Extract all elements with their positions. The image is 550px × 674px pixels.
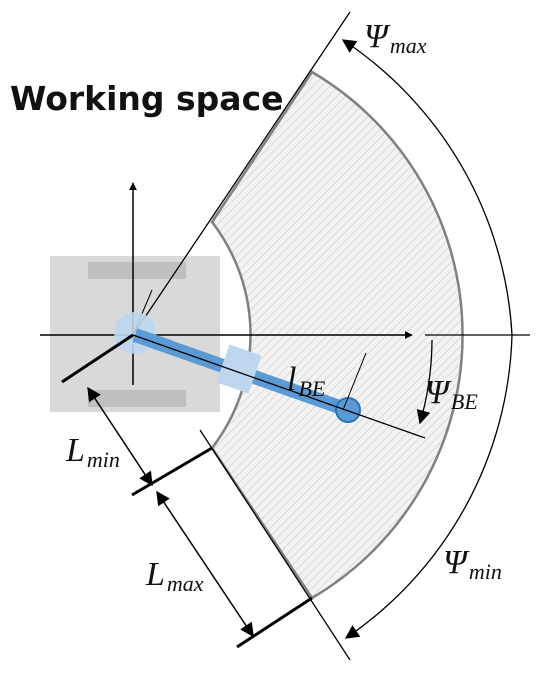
l-min-subscript: min xyxy=(87,447,120,472)
l-be-symbol: l xyxy=(287,361,296,398)
l-max-subscript: max xyxy=(167,571,204,596)
end-effector-tick xyxy=(342,352,367,411)
l-min-symbol: L xyxy=(65,432,85,469)
psi-min-arc xyxy=(344,334,513,639)
dim-tick-inner xyxy=(131,446,213,497)
arm-link-base xyxy=(132,328,173,354)
psi-be-subscript: BE xyxy=(451,389,478,414)
l-max-label: Lmax xyxy=(145,556,204,596)
upper-boundary-line xyxy=(132,11,351,336)
psi-max-subscript: max xyxy=(390,33,427,58)
psi-max-label: Ψmax xyxy=(364,18,427,58)
psi-max-symbol: Ψ xyxy=(364,18,391,55)
psi-min-subscript: min xyxy=(469,559,502,584)
psi-max-arc xyxy=(341,39,513,336)
end-effector xyxy=(335,397,361,423)
psi-be-reference-line xyxy=(132,334,426,439)
l-min-label: Lmin xyxy=(65,432,120,472)
psi-min-label: Ψmin xyxy=(443,544,502,584)
lower-boundary-line xyxy=(199,429,351,661)
l-max-symbol: L xyxy=(145,556,165,593)
arm-slider-joint xyxy=(216,344,262,394)
l-min-dimension-arrow xyxy=(87,386,153,487)
psi-min-symbol: Ψ xyxy=(443,544,470,581)
vehicle-track-bottom xyxy=(88,390,186,407)
l-be-subscript: BE xyxy=(298,376,325,401)
psi-be-arc xyxy=(416,339,433,425)
dim-tick-origin xyxy=(61,333,134,384)
diagram-title: Working space xyxy=(10,79,284,118)
dimension-lines xyxy=(61,333,313,649)
vehicle-track-top xyxy=(88,262,186,279)
l-be-label: lBE xyxy=(287,361,326,401)
l-max-dimension-arrow xyxy=(156,490,254,638)
psi-be-symbol: Ψ xyxy=(425,374,452,411)
dim-tick-outer xyxy=(236,596,313,649)
psi-be-label: ΨBE xyxy=(425,374,478,414)
